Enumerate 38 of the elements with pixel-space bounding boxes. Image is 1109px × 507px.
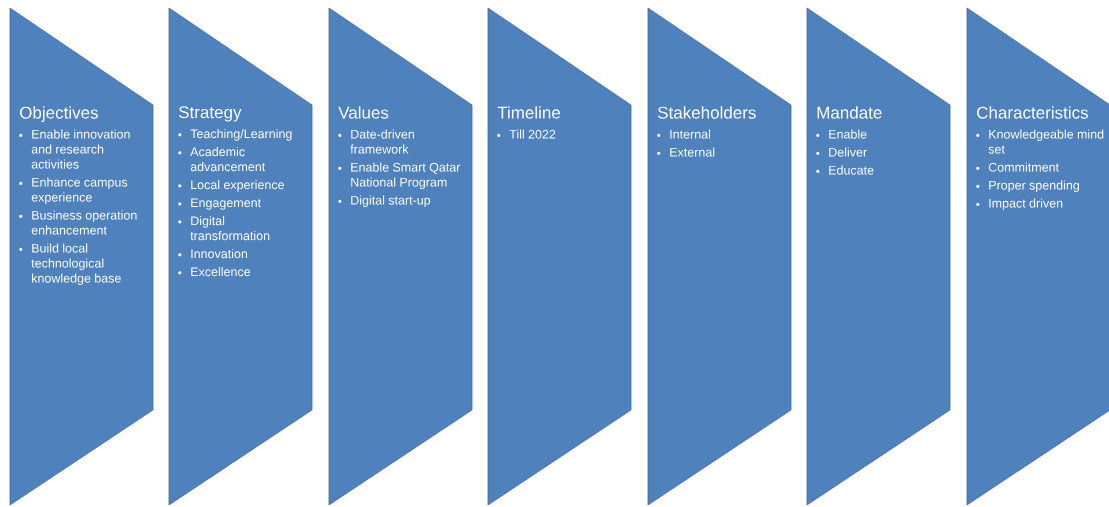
heading-text: Timeline [497,106,561,119]
bullet-item: Enable innovation and research activities [19,129,130,169]
bullet-item: Enable [816,129,867,139]
heading-text: Stakeholders [657,106,756,119]
bullet-item: Digital start-up [338,195,431,208]
bullet-item: Till 2022 [497,129,556,139]
bullet-item: Teaching/Learning [178,129,292,141]
chevron-shape [966,7,1109,506]
chevron-shape [9,7,154,506]
bullet-item: Digital transformation [178,216,270,241]
bullet-item: Educate [816,165,874,175]
bullet-item: Knowledgeable mind set [976,129,1104,154]
bullet-item: Internal [657,129,711,139]
bullet-item: Impact driven [976,198,1063,211]
heading-text: Mandate [817,106,882,119]
bullet-item: Deliver [816,147,867,157]
bullet-item: Engagement [178,198,261,210]
bullet-item: Enhance campus experience [19,177,128,205]
heading-text: Strategy [178,106,242,122]
bullet-item: Date-driven framework [338,129,414,154]
chevron-shape [487,7,632,506]
bullet-item: Local experience [178,180,284,192]
heading-text: Objectives [20,106,98,123]
chevron-shape [168,7,313,506]
heading-text: Values [338,106,389,119]
bullet-item: Academic advancement [178,147,266,172]
bullet-item: Enable Smart Qatar National Program [338,162,461,190]
bullet-item: Innovation [178,249,248,259]
chevron-shape [328,7,473,506]
bullet-item: Business operation enhancement [19,210,137,235]
bullet-item: Build local technological knowledge base [19,243,121,286]
bullet-item: Proper spending [976,180,1079,193]
bullet-item: Excellence [178,267,251,277]
bullet-item: External [657,147,715,157]
chevron-shape [806,7,951,506]
bullet-item: Commitment [976,162,1059,172]
chevron-shape [647,7,792,506]
heading-text: Characteristics [977,106,1088,119]
